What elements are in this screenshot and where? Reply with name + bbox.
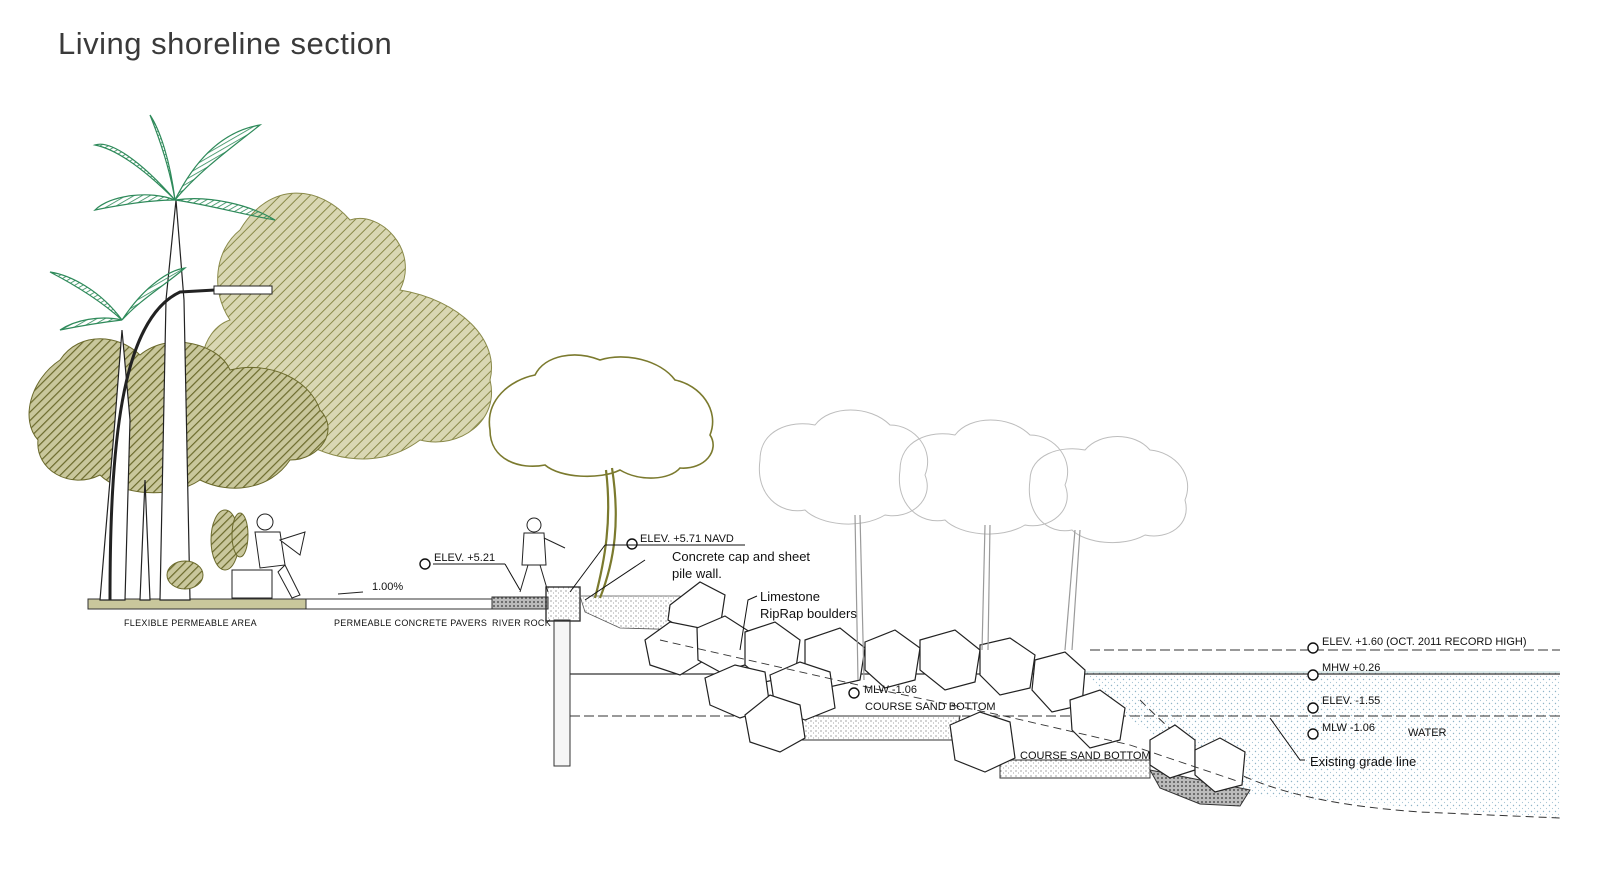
palm-fronds xyxy=(49,114,276,331)
slope-line xyxy=(337,591,364,595)
river-rock xyxy=(491,596,549,610)
water-label: WATER xyxy=(1408,727,1447,739)
gravel-toe xyxy=(1149,769,1251,807)
existing-grade-line xyxy=(1139,699,1561,819)
street-light-head xyxy=(213,285,273,295)
label-river-rock: RIVER ROCK xyxy=(492,618,551,628)
grade-note: Existing grade line xyxy=(1310,754,1416,769)
water-body xyxy=(1085,672,1560,818)
outline-tree-canopy xyxy=(488,354,714,479)
shrubs xyxy=(166,509,249,590)
concrete-cap xyxy=(545,586,581,622)
mangrove-trunks xyxy=(854,514,1081,681)
seated-person xyxy=(231,513,306,599)
walking-child xyxy=(519,517,566,593)
mlw-right-label: MLW -1.06 xyxy=(1322,722,1375,734)
elevation-markers xyxy=(419,538,1319,740)
riprap-note-line2: RipRap boulders xyxy=(760,606,857,621)
sand-bottom-label-1: COURSE SAND BOTTOM xyxy=(865,701,996,713)
mlw-left-label: MLW -1.06 xyxy=(864,684,917,696)
sand-bottom-2 xyxy=(999,759,1151,779)
sheet-pile-wall xyxy=(553,619,571,767)
mhw-label: MHW +0.26 xyxy=(1322,662,1380,674)
page-title: Living shoreline section xyxy=(58,26,393,61)
sand-bottom-label-2: COURSE SAND BOTTOM xyxy=(1020,750,1151,762)
permeable-pavers xyxy=(305,598,493,610)
label-flexible-area: FLEXIBLE PERMEABLE AREA xyxy=(124,618,257,628)
elev-571-label: ELEV. +5.71 NAVD xyxy=(640,533,734,545)
elev-160-label: ELEV. +1.60 (OCT. 2011 RECORD HIGH) xyxy=(1322,636,1527,648)
elev-521-label: ELEV. +5.21 xyxy=(434,552,495,564)
riprap-dashed-line xyxy=(659,639,1241,783)
slope-label: 1.00% xyxy=(372,581,403,593)
mangrove-canopies xyxy=(758,409,1189,544)
cap-note-line2: pile wall. xyxy=(672,566,722,581)
sand-bottom-1 xyxy=(799,715,961,741)
soil-fill xyxy=(579,595,691,631)
riprap-note-line1: Limestone xyxy=(760,589,820,604)
outline-tree-trunk xyxy=(593,467,617,599)
street-light-pole xyxy=(108,288,216,601)
label-pavers: PERMEABLE CONCRETE PAVERS xyxy=(334,618,487,628)
cap-note-line1: Concrete cap and sheet xyxy=(672,549,810,564)
elev-155-label: ELEV. -1.55 xyxy=(1322,695,1380,707)
